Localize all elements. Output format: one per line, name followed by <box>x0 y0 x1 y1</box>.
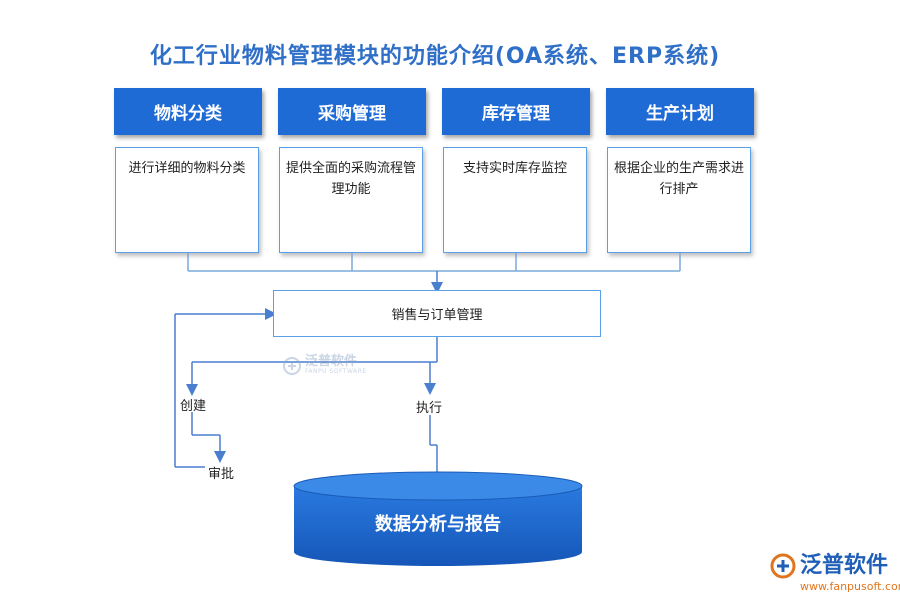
brand-url: www.fanpusoft.com <box>800 580 900 593</box>
brand-logo-icon <box>770 553 796 579</box>
module-desc-material-classification: 进行详细的物料分类 <box>115 147 259 253</box>
brand-name: 泛普软件 <box>800 553 889 578</box>
module-header-procurement: 采购管理 <box>278 88 426 135</box>
label-approve: 审批 <box>208 467 235 482</box>
module-header-inventory: 库存管理 <box>442 88 590 135</box>
watermark-logo-icon <box>283 356 301 375</box>
watermark-sub: FANPU SOFTWARE <box>305 368 367 375</box>
brand-logo: 泛普软件 www.fanpusoft.com <box>770 553 900 593</box>
module-desc-production-plan: 根据企业的生产需求进行排产 <box>607 147 751 253</box>
diagram-title: 化工行业物料管理模块的功能介绍(OA系统、ERP系统) <box>149 44 721 69</box>
module-header-production-plan: 生产计划 <box>606 88 754 135</box>
database-cylinder <box>293 471 583 566</box>
module-header-material-classification: 物料分类 <box>114 88 262 135</box>
module-desc-procurement: 提供全面的采购流程管理功能 <box>279 147 423 253</box>
label-execute: 执行 <box>416 401 443 416</box>
sales-order-management-box: 销售与订单管理 <box>273 290 601 337</box>
watermark: 泛普软件 FANPU SOFTWARE <box>283 354 367 375</box>
label-create: 创建 <box>180 399 207 414</box>
watermark-brand: 泛普软件 <box>305 354 358 369</box>
module-desc-inventory: 支持实时库存监控 <box>443 147 587 253</box>
database-label: 数据分析与报告 <box>375 514 501 535</box>
